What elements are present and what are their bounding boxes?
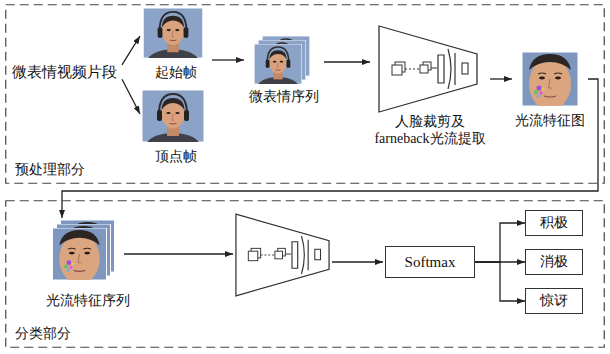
arrow-connector xyxy=(122,79,140,114)
region-outline xyxy=(5,200,605,348)
flow-face xyxy=(522,52,578,110)
region-outline xyxy=(6,201,605,348)
class-box: 惊讶 xyxy=(525,288,583,314)
process-node: 人脸裁剪及 farneback光流提取 xyxy=(370,22,490,162)
image-node: 顶点帧 xyxy=(140,88,212,166)
region-outline xyxy=(6,5,605,184)
cnn-icon xyxy=(236,214,329,296)
arrow-connector xyxy=(212,59,244,60)
class-box: Softmax xyxy=(385,246,475,278)
node-text: 预处理部分 xyxy=(15,162,85,179)
flow-arrow xyxy=(332,261,383,262)
node-text: 光流特征序列 xyxy=(46,293,130,310)
node-text: 惊讶 xyxy=(540,293,568,310)
node-text: 分类部分 xyxy=(15,326,71,343)
node-text: 微表情视频片段 xyxy=(12,63,117,81)
image-node: 光流特征图 xyxy=(512,50,588,130)
node-text: 积极 xyxy=(540,215,568,232)
arrow-connector xyxy=(122,36,140,65)
node-text: 起始帧 xyxy=(155,65,197,82)
cnn-icon xyxy=(379,26,477,112)
node-text: 人脸裁剪及 farneback光流提取 xyxy=(370,114,490,148)
arrow-connector xyxy=(324,61,370,62)
face-photo xyxy=(142,90,204,159)
arrow-connector xyxy=(475,223,525,262)
image-node: 光流特征序列 xyxy=(38,218,138,310)
node-text: 消极 xyxy=(540,254,568,271)
region-panel: 预处理部分 微表情视频片段 起始帧顶点帧 微表情序列人脸裁剪及 farneback光流… xyxy=(5,4,605,184)
node-text: Softmax xyxy=(405,253,456,271)
node-text: 顶点帧 xyxy=(155,149,197,166)
node-text: 光流特征图 xyxy=(515,113,585,130)
class-box: 消极 xyxy=(525,249,583,275)
node-text: 微表情序列 xyxy=(249,89,319,106)
flow-arrow xyxy=(124,253,233,254)
arrow-connector xyxy=(62,79,598,218)
image-node: 微表情序列 xyxy=(244,34,324,106)
face-photo xyxy=(254,44,302,97)
arrow-connector xyxy=(490,78,512,79)
arrow-connector xyxy=(475,262,525,301)
region-panel: 分类部分 光流特征序列 Softmax 积极消极惊讶 xyxy=(5,200,605,348)
image-node: 起始帧 xyxy=(140,6,212,82)
class-box: 积极 xyxy=(525,210,583,236)
flow-face xyxy=(53,228,107,284)
face-photo xyxy=(143,8,203,74)
source-label: 微表情视频片段 xyxy=(12,60,122,84)
